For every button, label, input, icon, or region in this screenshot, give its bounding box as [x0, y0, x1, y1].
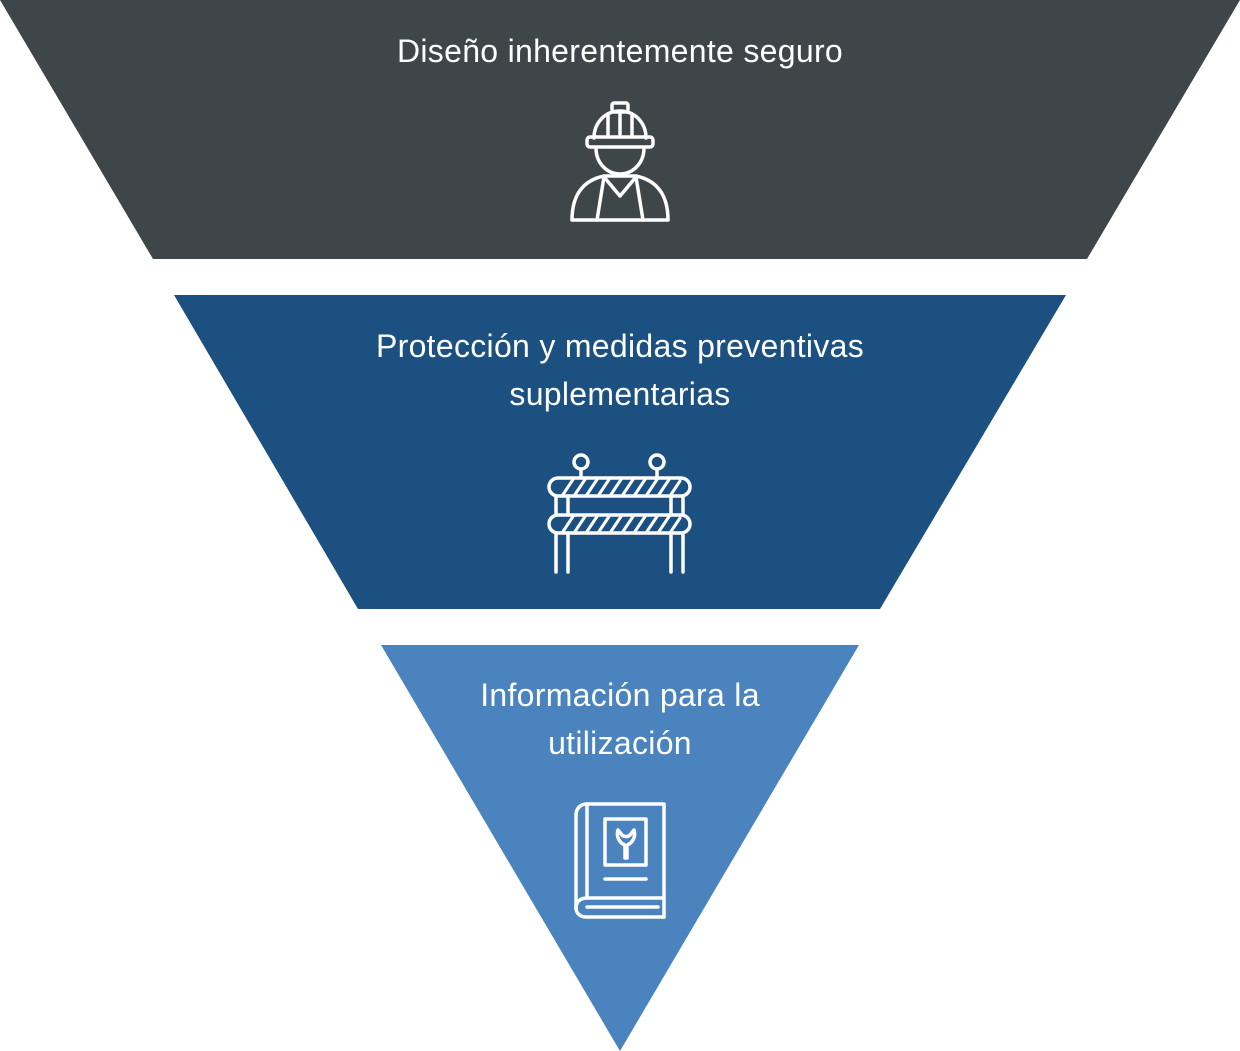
- tier-2-label-line-1: Protección y medidas preventivas: [375, 328, 865, 364]
- construction-worker-icon: [570, 101, 670, 222]
- tier-3-label: Información para la utilización: [0, 671, 1240, 767]
- tier-1-label: Diseño inherentemente seguro: [0, 27, 1240, 75]
- tier-3-label-line-2: utilización: [548, 725, 692, 761]
- tier-1-label-line-1: Diseño inherentemente seguro: [396, 33, 843, 69]
- tier-2-shape: [174, 295, 1066, 609]
- barrier-icon: [547, 453, 692, 574]
- tier-3-label-line-1: Información para la: [480, 677, 760, 713]
- tier-2-label-line-2: suplementarias: [509, 376, 731, 412]
- tier-2-label: Protección y medidas preventivas supleme…: [0, 322, 1240, 418]
- tier-3-shape: [381, 645, 859, 1051]
- manual-book-icon: [574, 802, 666, 919]
